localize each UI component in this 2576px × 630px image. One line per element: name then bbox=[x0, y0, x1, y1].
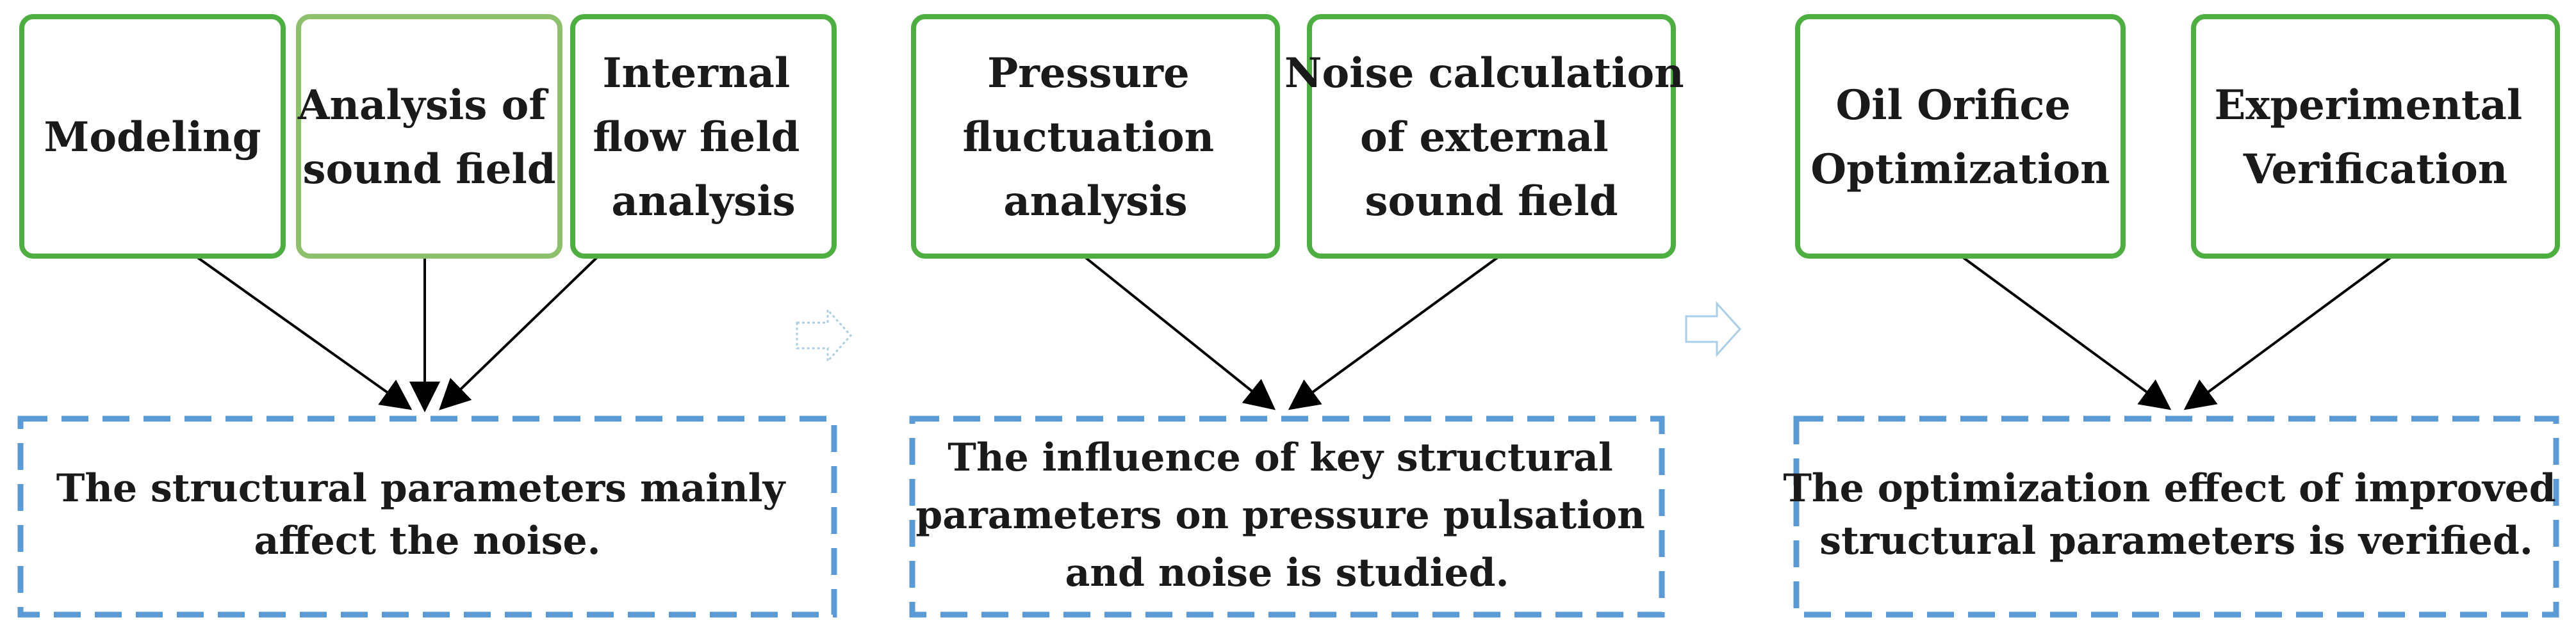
result-box: The influence of key structural paramete… bbox=[909, 416, 1665, 618]
step-label: Experimental bbox=[2214, 81, 2522, 129]
result-text: structural parameters is verified. bbox=[1819, 519, 2532, 563]
step-box-oil-orifice-optimization: Oil Orifice Optimization bbox=[1795, 14, 2126, 259]
step-box-modeling: Modeling bbox=[19, 14, 286, 259]
step-label: Internal bbox=[602, 49, 790, 97]
step-label: Pressure bbox=[987, 49, 1190, 97]
step-label: of external bbox=[1360, 113, 1609, 161]
result-text: parameters on pressure pulsation bbox=[915, 493, 1645, 538]
svg-text:Analysis of sound fiel: Analysis of sound field bbox=[297, 81, 561, 193]
connector-arrow bbox=[1084, 256, 1276, 410]
svg-text:Internal flow field: Internal flow field analysis bbox=[593, 49, 814, 225]
connector-arrow bbox=[196, 256, 413, 410]
stage-2: Pressure fluctuation analysis Noise calc… bbox=[909, 14, 1698, 618]
svg-text:The structural parameters main: The structural parameters mainly affect … bbox=[56, 466, 799, 563]
svg-text:The optimization effect of imp: The optimization effect of improved stru… bbox=[1783, 466, 2569, 563]
step-box-pressure-fluctuation: Pressure fluctuation analysis bbox=[911, 14, 1280, 259]
result-box: The structural parameters mainly affect … bbox=[17, 416, 837, 618]
connector-arrow bbox=[439, 256, 598, 410]
stage-3: Oil Orifice Optimization Experimental Ve… bbox=[1783, 14, 2569, 618]
svg-text:The influence of key structura: The influence of key structural paramete… bbox=[915, 435, 1658, 595]
svg-text:Noise calculation of e: Noise calculation of external sound fiel… bbox=[1284, 49, 1698, 225]
stage-1: Modeling Analysis of sound field Interna… bbox=[17, 14, 837, 618]
result-box: The optimization effect of improved stru… bbox=[1783, 416, 2569, 618]
result-text: and noise is studied. bbox=[1065, 551, 1509, 595]
svg-text:Pressure fluctuation: Pressure fluctuation analysis bbox=[963, 49, 1229, 225]
step-box-internal-flow-field: Internal flow field analysis bbox=[570, 14, 837, 259]
step-box-noise-calculation: Noise calculation of external sound fiel… bbox=[1284, 14, 1698, 259]
step-label: analysis bbox=[611, 177, 795, 225]
result-text: The structural parameters mainly bbox=[56, 466, 787, 511]
step-label: Analysis of bbox=[297, 81, 549, 129]
svg-text:Modeling: Modeling bbox=[44, 113, 261, 161]
step-label: fluctuation bbox=[963, 113, 1215, 161]
step-label: sound field bbox=[302, 145, 555, 193]
step-label: sound field bbox=[1365, 177, 1618, 225]
step-label: Modeling bbox=[44, 113, 261, 161]
result-text: affect the noise. bbox=[254, 519, 600, 563]
step-box-experimental-verification: Experimental Verification bbox=[2191, 14, 2560, 259]
svg-text:Oil Orifice Optimizati: Oil Orifice Optimization bbox=[1810, 81, 2110, 193]
step-label: Verification bbox=[2243, 145, 2508, 193]
stage-arrow-icon bbox=[1685, 301, 1742, 357]
connector-arrow bbox=[1962, 256, 2172, 410]
step-label: flow field bbox=[593, 113, 800, 161]
stage-arrow-icon bbox=[796, 307, 853, 364]
step-label: Oil Orifice bbox=[1836, 81, 2071, 129]
svg-text:Experimental Verificat: Experimental Verification bbox=[2214, 81, 2536, 193]
step-box-sound-field-analysis: Analysis of sound field bbox=[296, 14, 562, 259]
step-label: Noise calculation bbox=[1284, 49, 1684, 97]
step-label: Optimization bbox=[1810, 145, 2110, 193]
result-text: The optimization effect of improved bbox=[1783, 466, 2555, 511]
step-label: analysis bbox=[1003, 177, 1187, 225]
connector-arrow bbox=[2183, 256, 2392, 410]
result-text: The influence of key structural bbox=[948, 435, 1613, 480]
connector-arrow bbox=[1288, 256, 1499, 410]
